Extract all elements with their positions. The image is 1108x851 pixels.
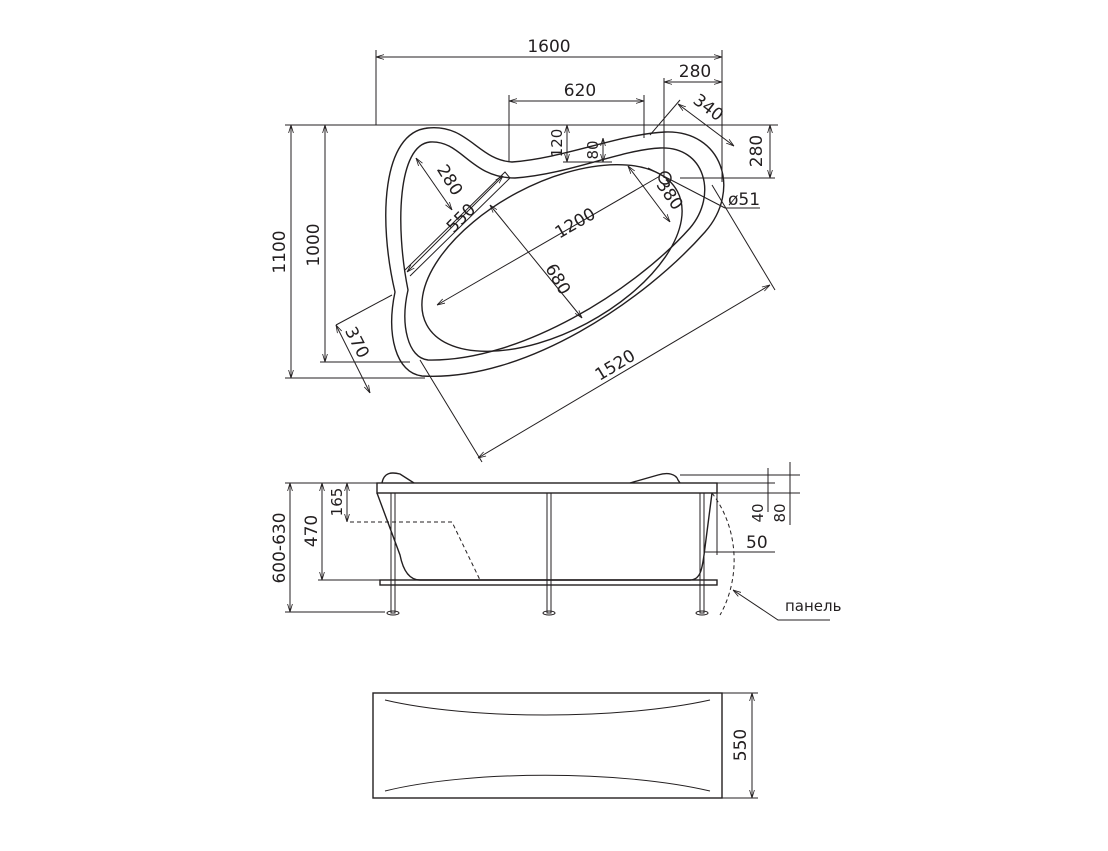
tub-body	[376, 492, 713, 581]
side-view: 600-630 470 165 40 80 50 панель	[270, 462, 841, 621]
front-panel	[372, 692, 723, 799]
dim-40: 40	[749, 503, 767, 522]
dim-280-right: 280	[747, 135, 767, 167]
dim-470: 470	[302, 515, 322, 547]
dim-165: 165	[328, 488, 346, 517]
panel-outline	[711, 492, 735, 616]
top-view: 1600 620 280 340 280 120 80 280 550 1200…	[270, 37, 778, 463]
panel-label: панель	[785, 597, 841, 615]
dim-1000: 1000	[304, 223, 324, 266]
dim-120: 120	[548, 129, 566, 158]
panel-curve-top	[384, 699, 711, 716]
dim-280-headrest: 280	[432, 161, 466, 199]
dim-1520: 1520	[592, 346, 639, 385]
dim-80: 80	[584, 140, 602, 159]
headrest-right	[629, 472, 681, 484]
dim-1100: 1100	[270, 230, 290, 273]
tub-outer-outline	[385, 127, 725, 377]
legs	[386, 492, 709, 616]
dim-1600: 1600	[527, 37, 570, 57]
headrest-left	[381, 472, 415, 484]
dim-550-panel: 550	[731, 729, 751, 761]
base-frame	[379, 579, 718, 586]
dim-diameter-51: ø51	[728, 190, 760, 210]
panel-curve-bottom	[384, 774, 711, 792]
dim-680: 680	[541, 260, 575, 298]
tub-rim	[376, 482, 718, 494]
panel-view: 550	[372, 692, 758, 799]
tub-rim-outline	[400, 141, 706, 361]
dim-50: 50	[746, 533, 768, 553]
dim-340: 340	[689, 90, 727, 126]
dim-600-630: 600-630	[270, 512, 290, 583]
dim-80-side: 80	[771, 503, 789, 522]
dim-1200: 1200	[552, 204, 599, 243]
dim-620: 620	[564, 81, 596, 101]
dim-280-top: 280	[679, 62, 711, 82]
